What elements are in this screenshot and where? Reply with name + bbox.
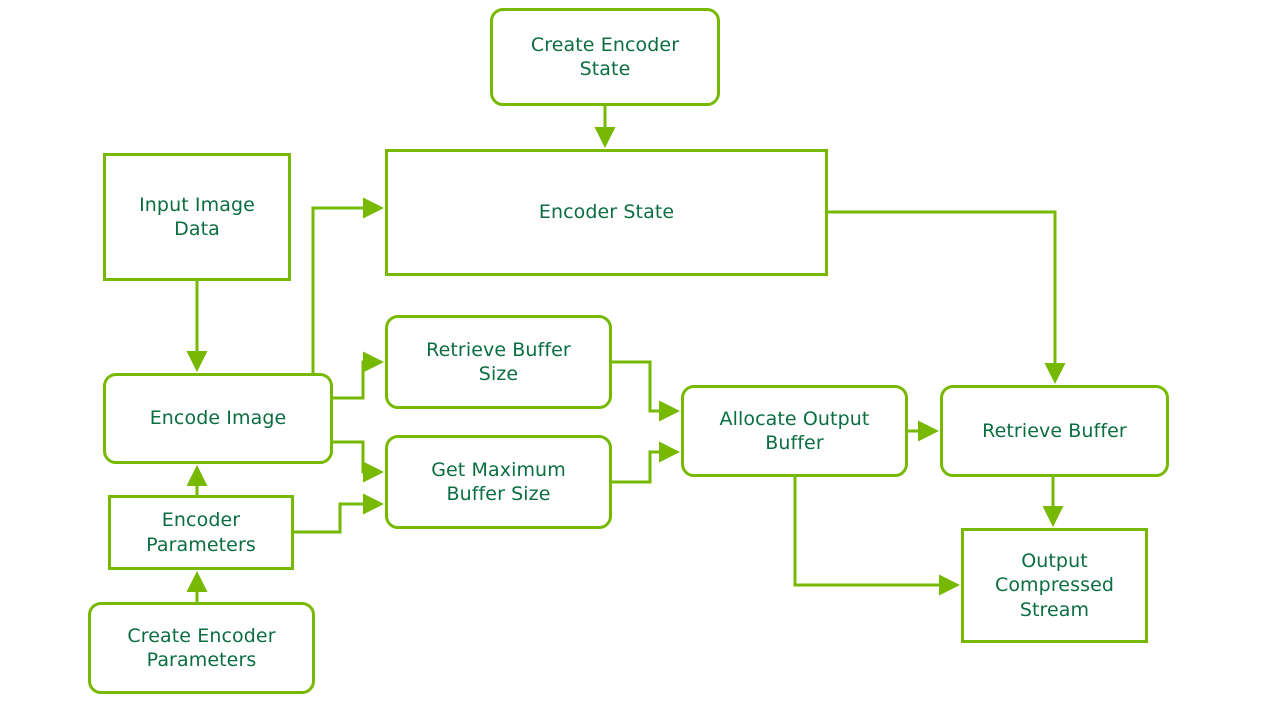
edge-retrieve-buffer-size-to-allocate-output-buffer [612,360,680,422]
node-label-create-encoder-parameters: Create Encoder Parameters [127,624,276,671]
edge-get-maximum-buffer-size-to-allocate-output-buffer [612,441,680,484]
node-label-output-compressed-stream: Output Compressed Stream [994,550,1115,621]
edge-encode-image-to-retrieve-buffer-size [333,351,384,400]
node-label-encode-image: Encode Image [149,407,287,430]
edge-encode-image-to-encoder-state [311,197,384,373]
node-retrieve-buffer-size[interactable]: Retrieve Buffer Size [385,315,612,409]
edge-encoder-state-to-retrieve-buffer [828,210,1066,384]
node-label-encoder-state: Encoder State [538,201,675,224]
node-label-encoder-parameters: Encoder Parameters [146,509,256,556]
node-label-input-image-data: Input Image Data [139,193,255,240]
node-encoder-parameters[interactable]: Encoder Parameters [108,495,294,570]
node-create-encoder-parameters[interactable]: Create Encoder Parameters [88,602,315,694]
node-output-compressed-stream[interactable]: Output Compressed Stream [961,528,1148,643]
node-label-allocate-output-buffer: Allocate Output Buffer [719,407,870,454]
edge-encoder-parameters-to-get-maximum-buffer-size [294,493,384,534]
edge-allocate-output-buffer-to-output-compressed-stream [793,477,960,596]
node-allocate-output-buffer[interactable]: Allocate Output Buffer [681,385,908,477]
node-label-get-maximum-buffer-size: Get Maximum Buffer Size [431,458,566,505]
node-create-encoder-state[interactable]: Create Encoder State [490,8,720,106]
node-label-retrieve-buffer-size: Retrieve Buffer Size [426,338,571,385]
node-encode-image[interactable]: Encode Image [103,373,333,464]
node-retrieve-buffer[interactable]: Retrieve Buffer [940,385,1169,477]
node-encoder-state[interactable]: Encoder State [385,149,828,276]
node-input-image-data[interactable]: Input Image Data [103,153,291,281]
edge-encode-image-to-get-maximum-buffer-size [333,440,384,483]
node-label-retrieve-buffer: Retrieve Buffer [982,419,1127,442]
node-label-create-encoder-state: Create Encoder State [530,33,680,80]
node-get-maximum-buffer-size[interactable]: Get Maximum Buffer Size [385,435,612,529]
